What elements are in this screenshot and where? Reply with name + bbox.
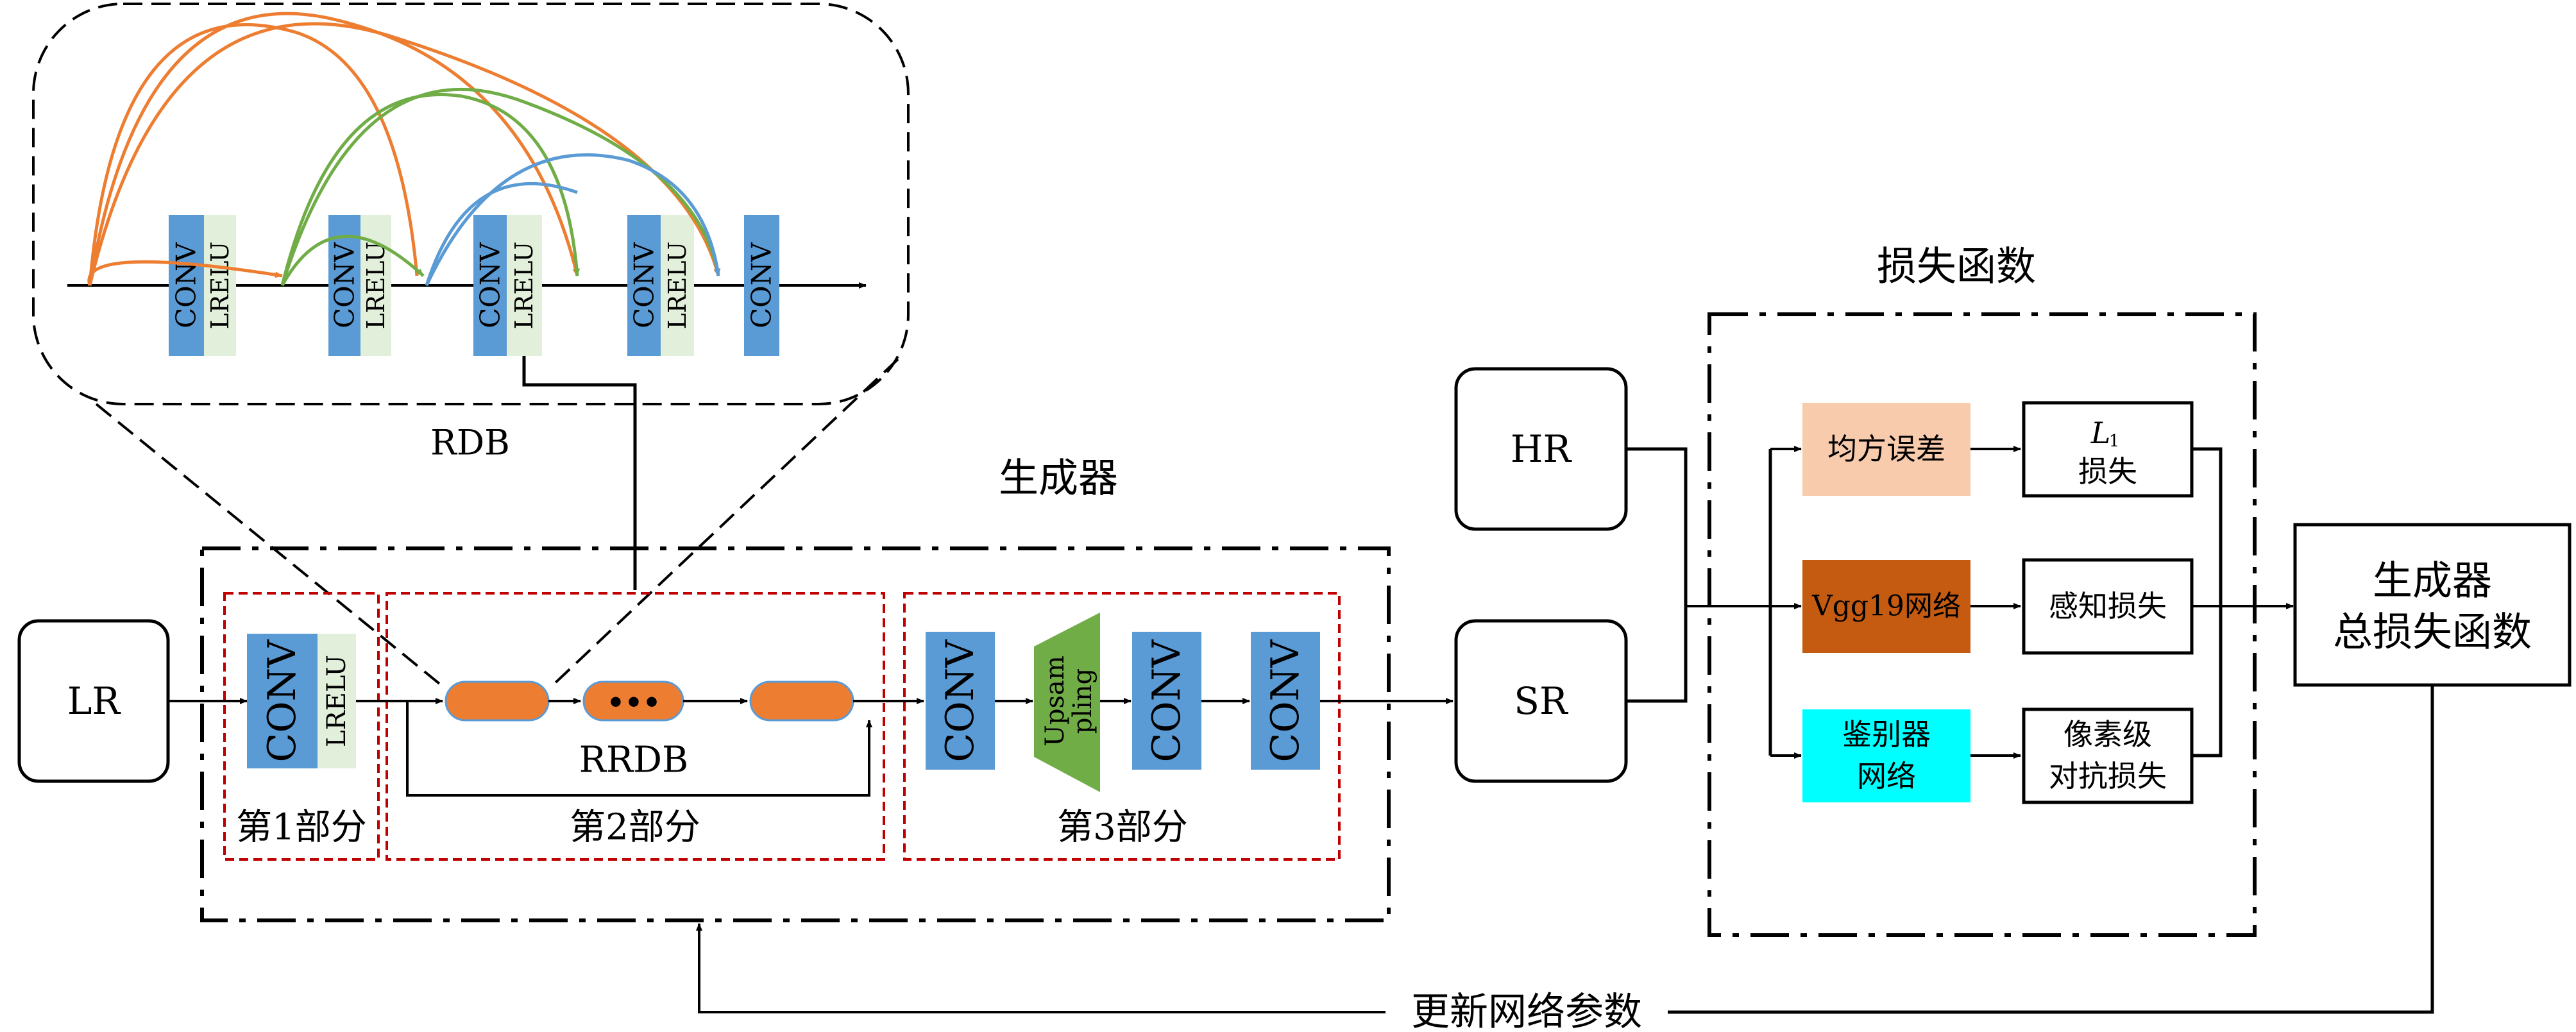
part1-label: 第1部分 [236, 807, 367, 849]
vgg-box [1802, 560, 1970, 653]
hr-label: HR [1511, 427, 1573, 471]
hr-to-loss-line [1626, 447, 1688, 606]
feedback-label: 更新网络参数 [1411, 990, 1642, 1032]
sr-to-loss-line [1626, 606, 1688, 703]
discriminator-line1: 鉴别器 [1842, 717, 1931, 752]
feedback-line-right [1668, 685, 2434, 1014]
generator-title: 生成器 [999, 455, 1118, 502]
part3-conv-3 [1251, 632, 1320, 770]
rdb-arc-green-1 [280, 92, 580, 286]
rdb-conv-3 [473, 215, 507, 356]
rdb-conv-1-label: CONV [171, 242, 202, 328]
perceptual-loss-box [2022, 558, 2194, 655]
part1-lrelu [318, 634, 356, 768]
rdb-arc-green-2 [280, 87, 721, 286]
l1-text: 损失 [2078, 454, 2137, 489]
adversarial-line1: 像素级 [2063, 717, 2152, 752]
vgg-label: Vgg19网络 [1811, 590, 1961, 623]
adversarial-line2: 对抗损失 [2049, 759, 2167, 793]
part3-conv-3-label: CONV [1263, 639, 1308, 763]
rdb-arc-green-3 [280, 235, 425, 287]
total-loss-line2: 总损失函数 [2333, 609, 2532, 656]
rdb-block-1: CONV LRELU [169, 215, 236, 356]
part3-conv-1-label: CONV [938, 639, 983, 763]
rdb-conv-4 [627, 215, 661, 356]
generator-part3: CONV Upsam pling CONV CONV 第3部分 [903, 592, 1341, 861]
generator-dashdot-border [200, 546, 1391, 922]
upsample-line1: Upsam [1040, 656, 1070, 747]
rdb-conv-5 [744, 215, 779, 356]
sr-label: SR [1514, 679, 1569, 723]
part1-red-border [223, 592, 380, 861]
loss-title: 损失函数 [1877, 243, 2036, 290]
generator-part2: ••• RRDB 第2部分 [356, 592, 924, 861]
rdb-lrelu-2-label: LRELU [362, 242, 390, 330]
rdb-conv-4-label: CONV [629, 242, 660, 328]
generator-part1: CONV LRELU 第1部分 [223, 592, 380, 861]
l1-subscript: 1 [2109, 432, 2120, 451]
perceptual-label: 感知损失 [2049, 589, 2167, 623]
mse-label: 均方误差 [1827, 432, 1945, 466]
l1-symbol: L [2090, 416, 2111, 450]
part3-label: 第3部分 [1057, 807, 1188, 849]
rdb-dashed-border [32, 3, 910, 405]
total-loss-line1: 生成器 [2373, 557, 2492, 604]
loss-merge-bus [2192, 447, 2223, 757]
l1-loss-box [2022, 401, 2194, 498]
rrdb-block-1 [445, 681, 550, 722]
rdb-lrelu-3 [507, 215, 542, 356]
rdb-arc-blue-1 [425, 153, 721, 287]
rdb-label: RDB [430, 423, 510, 463]
lr-label: LR [67, 679, 122, 723]
rdb-conv-3-label: CONV [475, 242, 506, 328]
loss-dashdot-border [1707, 312, 2257, 937]
rdb-to-rrdb-connector [522, 356, 637, 590]
rdb-conv-5-label: CONV [746, 242, 777, 328]
part3-conv-2 [1132, 632, 1201, 770]
rdb-block-3: CONV LRELU [473, 215, 542, 356]
total-loss-box [2293, 523, 2572, 687]
rdb-arc-orange-2 [88, 12, 579, 286]
part2-label: 第2部分 [570, 807, 700, 849]
rdb-lrelu-4-label: LRELU [663, 242, 691, 330]
rdb-lrelu-4 [661, 215, 694, 356]
rrdb-label: RRDB [579, 740, 688, 781]
part1-conv-label: CONV [260, 639, 305, 763]
zoom-line-right [550, 358, 899, 688]
rrdb-residual-skip [406, 701, 872, 797]
rdb-lrelu-1 [204, 215, 236, 356]
rdb-panel: CONV LRELU CONV LRELU CONV LRELU CONV LR… [32, 3, 910, 463]
part2-red-border [386, 592, 885, 861]
part3-conv-2-label: CONV [1144, 639, 1189, 763]
adversarial-loss-box [2022, 707, 2194, 804]
rdb-conv-2-label: CONV [329, 242, 360, 328]
rdb-lrelu-1-label: LRELU [206, 242, 234, 330]
part3-red-border [903, 592, 1341, 861]
part3-conv-1 [926, 632, 995, 770]
rdb-block-4: CONV LRELU [627, 215, 694, 356]
upsample-line2: pling [1068, 668, 1097, 734]
zoom-line-left [95, 403, 444, 688]
part1-lrelu-label: LRELU [322, 655, 352, 747]
rdb-block-5: CONV [744, 215, 779, 356]
upsampling-trapezoid [1034, 613, 1100, 792]
rrdb-block-3 [749, 681, 854, 722]
rdb-arc-blue-2 [425, 182, 578, 286]
discriminator-box [1802, 709, 1970, 802]
mse-box [1802, 403, 1970, 496]
feedback-line-left [696, 923, 1385, 1013]
part1-conv [247, 634, 318, 768]
discriminator-line2: 网络 [1857, 759, 1916, 793]
rdb-conv-1 [169, 215, 204, 356]
rrdb-ellipsis: ••• [607, 687, 661, 720]
rdb-lrelu-3-label: LRELU [510, 242, 538, 330]
rdb-arc-orange-3 [87, 260, 283, 286]
